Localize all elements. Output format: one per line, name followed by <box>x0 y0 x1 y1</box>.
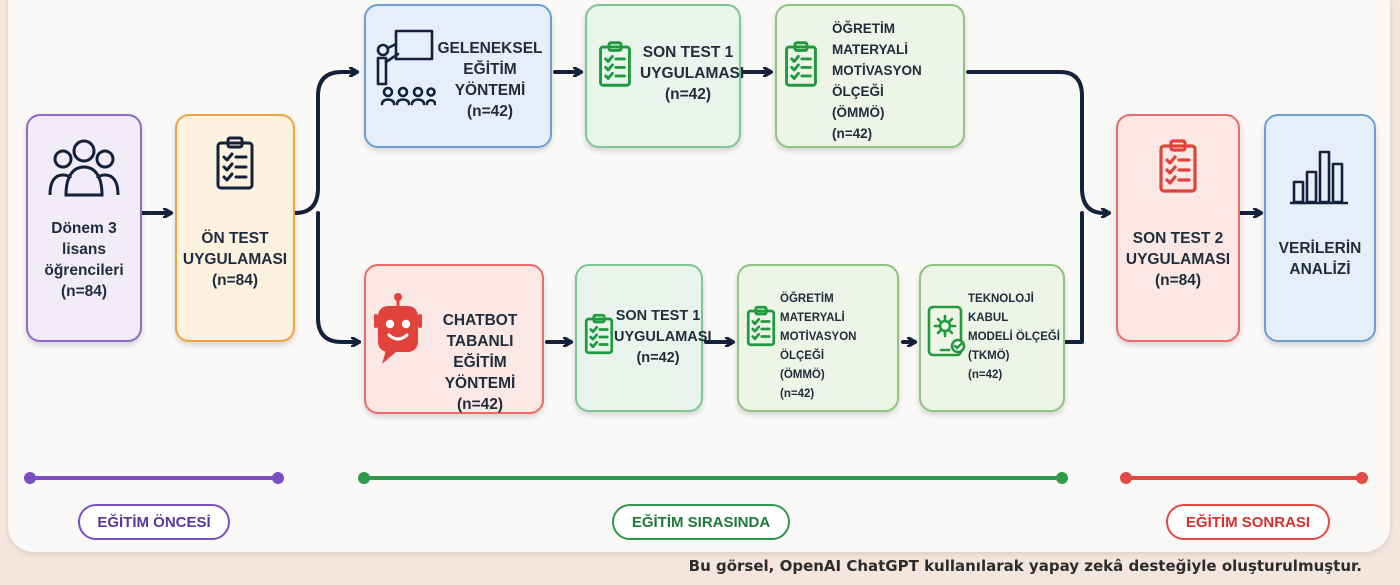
merge-connector-bottom <box>1064 211 1084 344</box>
ommo-top-label: ÖĞRETİM MATERYALİ MOTİVASYON ÖLÇEĞİ (ÖMM… <box>832 21 922 141</box>
teacher-icon <box>376 29 436 106</box>
students-box <box>26 114 142 342</box>
clipboard-icon <box>584 313 614 355</box>
clipboard-icon <box>746 305 776 347</box>
clipboard-icon <box>785 41 817 87</box>
phase-during-badge: EĞİTİM SIRASINDA <box>612 504 790 540</box>
posttest1-top-label: SON TEST 1 UYGULAMASI (n=42) <box>640 44 745 103</box>
bar-chart-icon <box>1290 150 1348 205</box>
tkmo-box <box>919 264 1065 412</box>
pretest-label: ÖN TEST UYGULAMASI (n=84) <box>182 230 288 289</box>
traditional-method-label: GELENEKSEL EĞİTİM YÖNTEMİ (n=42) <box>437 40 543 120</box>
users-icon <box>48 139 120 197</box>
merge-connector-top <box>966 70 1108 213</box>
chatbot-method-label: CHATBOT TABANLI EĞİTİM YÖNTEMİ (n=42) <box>442 312 518 413</box>
clipboard-icon <box>216 136 254 190</box>
traditional-method-box <box>364 4 552 148</box>
footer-credit: Bu görsel, OpenAI ChatGPT kullanılarak y… <box>688 557 1362 575</box>
branch-connector <box>293 72 356 215</box>
pretest-box <box>175 114 295 342</box>
tkmo-label: TEKNOLOJİ KABUL MODELİ ÖLÇEĞİ (TKMÖ) (n=… <box>968 293 1060 381</box>
branch-connector-lower <box>316 211 358 342</box>
ommo-bottom-box <box>737 264 899 412</box>
robot-icon <box>374 293 422 364</box>
ommo-bottom-label: ÖĞRETİM MATERYALİ MOTİVASYON ÖLÇEĞİ (ÖMM… <box>780 293 857 400</box>
phase-before-badge: EĞİTİM ÖNCESİ <box>78 504 230 540</box>
analysis-label: VERİLERİN ANALİZİ <box>1278 240 1362 278</box>
clipboard-icon <box>1159 139 1197 193</box>
posttest2-label: SON TEST 2 UYGULAMASI (n=84) <box>1125 230 1231 289</box>
posttest1-bottom-box <box>575 264 703 412</box>
students-label: Dönem 3 lisans öğrencileri (n=84) <box>44 220 124 300</box>
posttest2-box <box>1116 114 1240 342</box>
clipboard-icon <box>599 41 631 87</box>
posttest1-bottom-label: SON TEST 1 UYGULAMASI (n=42) <box>614 308 712 366</box>
phase-after-badge: EĞİTİM SONRASI <box>1166 504 1330 540</box>
tablet-gear-icon <box>927 305 966 357</box>
